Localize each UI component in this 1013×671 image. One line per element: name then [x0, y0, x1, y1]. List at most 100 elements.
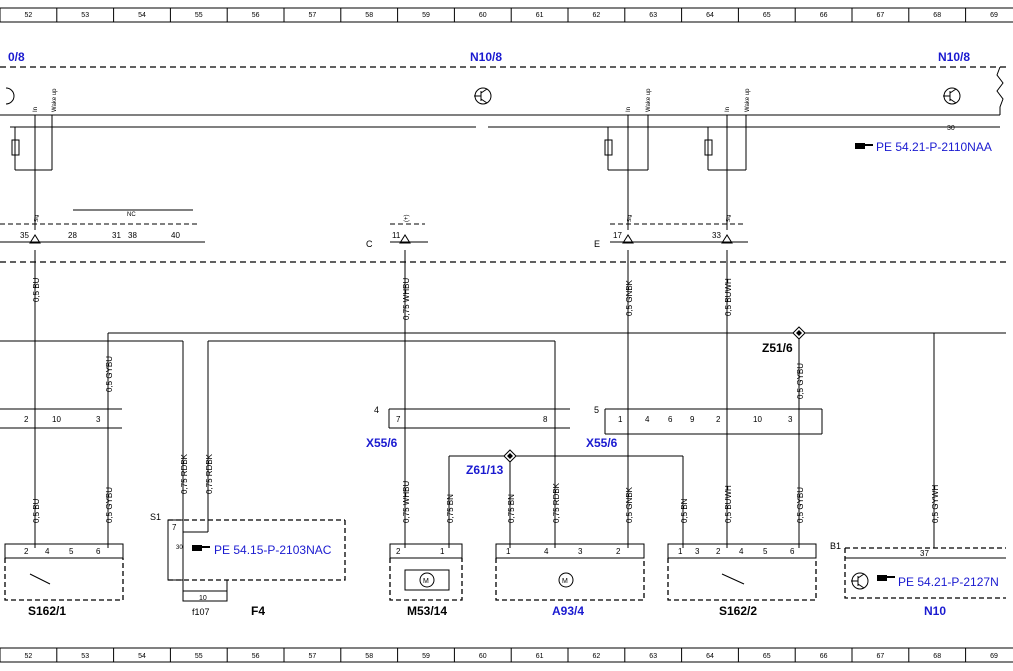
wire-label: 0,75 WHBU: [402, 481, 411, 523]
grid-number: 60: [479, 12, 487, 19]
wire-label: 0,5 GNBK: [625, 486, 634, 523]
wire-label: 0,5 BUWH: [724, 485, 733, 523]
grid-number: 62: [593, 12, 601, 19]
ecu-label-left: 0/8: [8, 50, 25, 64]
motor-icon: M: [558, 572, 574, 588]
pin-7: 7: [172, 523, 177, 532]
nc-label: NC: [127, 212, 136, 218]
grid-number: 53: [81, 653, 89, 660]
grid-number: 64: [706, 12, 714, 19]
grid-number: 53: [81, 12, 89, 19]
grid-number: 65: [763, 653, 771, 660]
fuse-id: f107: [192, 607, 210, 617]
internal-circuit: [11, 115, 747, 230]
pin-in-label: In: [725, 107, 731, 112]
grid-number: 56: [252, 653, 260, 660]
wire-label: 0,75 WHBU: [402, 278, 411, 320]
grid-number: 69: [990, 12, 998, 19]
splice-z51-icon: [792, 326, 806, 340]
grid-number: 64: [706, 653, 714, 660]
grid-number: 65: [763, 12, 771, 19]
svg-text:M: M: [423, 578, 429, 585]
transistor-icon-n10: [851, 572, 869, 590]
pin-3: 3: [788, 415, 793, 424]
grid-number: 58: [365, 653, 373, 660]
pin-1: 1: [618, 415, 623, 424]
grid-number: 66: [820, 12, 828, 19]
pin-2: 2: [24, 547, 29, 556]
motor-icon: M: [419, 572, 435, 588]
reference-link-f4[interactable]: PE 54.15-P-2103NAC: [214, 543, 332, 557]
wire-labels: 0,5 BU 0,75 WHBU 0,5 GNBK 0,5 BUWH 0,5 G…: [32, 277, 940, 523]
component-s162-2: [667, 543, 817, 601]
grid-number: 69: [990, 653, 998, 660]
grid-number: 63: [649, 12, 657, 19]
pin-28: 28: [68, 231, 77, 240]
pin-in-label: In: [626, 107, 632, 112]
component-s162-1: [4, 543, 124, 601]
connector-x55-6-a: X55/6: [366, 436, 398, 450]
ecu-label-mid: N10/8: [470, 50, 502, 64]
pin-in-label: In: [33, 107, 39, 112]
wire-label: 0,5 BU: [32, 498, 41, 523]
sig-label: Sig: [34, 215, 40, 222]
grid-number: 52: [25, 653, 33, 660]
wire-label: 0,75 BN: [446, 494, 455, 523]
component-name-a93-4: A93/4: [552, 604, 584, 618]
pin-10: 10: [753, 415, 762, 424]
svg-text:M: M: [562, 578, 568, 585]
fuse-rating: 10: [199, 595, 207, 602]
grid-number: 56: [252, 12, 260, 19]
grid-number: 67: [877, 653, 885, 660]
wire-label: 0,5 GNBK: [625, 279, 634, 316]
grid-number: 57: [309, 12, 317, 19]
wire-label: 0,75 BN: [507, 494, 516, 523]
component-name-m53-14: M53/14: [407, 604, 447, 618]
grid-number: 52: [25, 12, 33, 19]
reference-link-top[interactable]: PE 54.21-P-2110NAA: [876, 140, 992, 154]
grid-number: 54: [138, 12, 146, 19]
pin-30: 30: [176, 545, 183, 551]
grid-number: 68: [933, 12, 941, 19]
connector-x55-6-b: X55/6: [586, 436, 618, 450]
component-m53-14: [389, 543, 463, 601]
reference-link-n10[interactable]: PE 54.21-P-2127N: [898, 575, 999, 589]
connector-number-4: 4: [374, 405, 379, 415]
grid-number: 55: [195, 653, 203, 660]
wire-label: 0,5 GYBU: [796, 487, 805, 523]
pin-2: 2: [24, 415, 29, 424]
pin-6: 6: [96, 547, 101, 556]
wire-label: 0,5 GYBU: [105, 487, 114, 523]
pin-8: 8: [543, 415, 548, 424]
component-name-s162-1: S162/1: [28, 604, 66, 618]
f4-s1-label: S1: [150, 512, 161, 522]
pin-6: 6: [790, 547, 795, 556]
ecu-label-right: N10/8: [938, 50, 970, 64]
grid-number: 62: [593, 653, 601, 660]
grid-number: 68: [933, 653, 941, 660]
reference-hand-icon: [877, 575, 895, 581]
pin-wake-label: Wake up: [646, 88, 652, 112]
wire-label: 0,5 BUWH: [724, 278, 733, 316]
sig-label: Sig: [726, 215, 732, 222]
bus-30-label: 30: [947, 125, 955, 132]
grid-number: 55: [195, 12, 203, 19]
grid-ruler-bottom: [0, 647, 1013, 663]
pin-5: 5: [69, 547, 74, 556]
grid-number: 57: [309, 653, 317, 660]
pin-37: 37: [920, 549, 929, 558]
transistor-icon-mid: [474, 87, 492, 105]
component-a93-4: [495, 543, 645, 601]
grid-number: 61: [536, 653, 544, 660]
pin-3: 3: [578, 547, 583, 556]
mid-connector-strips: [0, 408, 823, 435]
grid-ruler-top: [0, 7, 1013, 23]
grid-number: 63: [649, 653, 657, 660]
pin-10: 10: [52, 415, 61, 424]
pin-35: 35: [20, 231, 29, 240]
wire-label: 0,5 GYBU: [796, 363, 805, 399]
pin-4: 4: [645, 415, 650, 424]
grid-number: 58: [365, 12, 373, 19]
pin-31: 31: [112, 231, 121, 240]
